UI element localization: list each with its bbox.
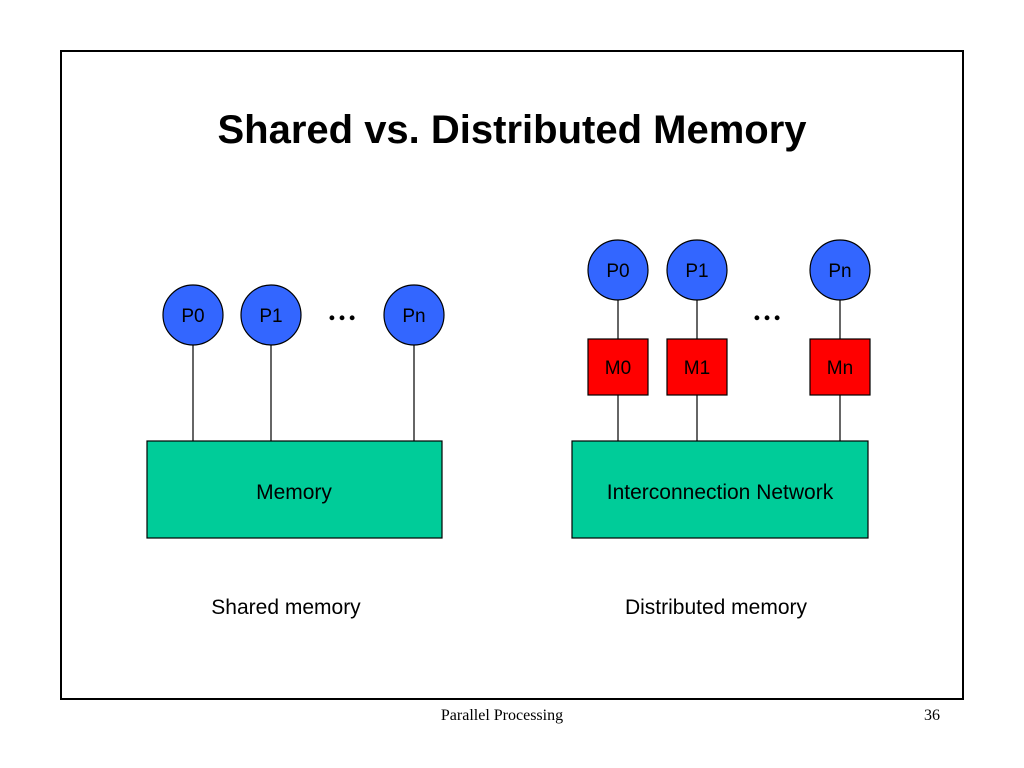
processor-node <box>240 284 302 346</box>
processor-node <box>162 284 224 346</box>
local-memory-block <box>666 338 728 396</box>
processor-label: Pn <box>828 261 851 282</box>
processor-label: P1 <box>259 306 282 327</box>
shared-memory-caption: Shared memory <box>211 596 361 619</box>
processor-label: Pn <box>402 306 425 327</box>
distributed-processor-pn: Pn <box>809 239 871 301</box>
local-memory-label: M1 <box>684 358 710 379</box>
local-memory-label: M0 <box>605 358 631 379</box>
processor-node <box>587 239 649 301</box>
distributed-processor-p0: P0 <box>587 239 649 301</box>
slide-frame <box>60 50 964 700</box>
processor-label: P0 <box>181 306 204 327</box>
local-memory-block <box>587 338 649 396</box>
interconnection-network-label: Interconnection Network <box>607 481 834 504</box>
processor-label: P0 <box>606 261 629 282</box>
shared-memory-label: Memory <box>256 481 332 504</box>
distributed-memory-caption: Distributed memory <box>625 596 808 619</box>
shared-memory-diagram: P0 P1 Pn … Memory Shared memory <box>146 284 445 619</box>
processor-node <box>809 239 871 301</box>
local-memory-m0: M0 <box>587 338 649 396</box>
footer-title: Parallel Processing <box>440 707 564 724</box>
distributed-processor-p1: P1 <box>666 239 728 301</box>
slide-title: Shared vs. Distributed Memory <box>217 108 807 152</box>
shared-ellipsis: … <box>327 294 357 327</box>
distributed-memory-diagram: P0 P1 Pn … M0 M1 Mn Interconnection Netw… <box>571 239 871 619</box>
shared-memory-block <box>146 440 443 539</box>
local-memory-label: Mn <box>827 358 853 379</box>
shared-processor-pn: Pn <box>383 284 445 346</box>
processor-node <box>383 284 445 346</box>
page-number: 36 <box>924 707 940 724</box>
shared-processor-p1: P1 <box>240 284 302 346</box>
local-memory-mn: Mn <box>809 338 871 396</box>
interconnection-network-block <box>571 440 869 539</box>
distributed-ellipsis: … <box>752 294 782 327</box>
shared-processor-p0: P0 <box>162 284 224 346</box>
processor-label: P1 <box>685 261 708 282</box>
local-memory-block <box>809 338 871 396</box>
processor-node <box>666 239 728 301</box>
local-memory-m1: M1 <box>666 338 728 396</box>
